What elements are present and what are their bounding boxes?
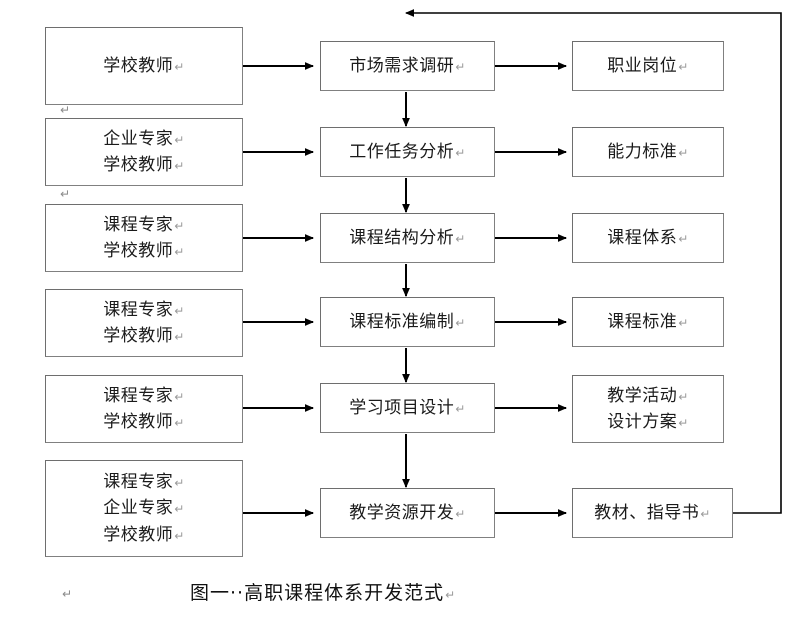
pilcrow-mark: ↵ [678, 389, 689, 404]
pilcrow-mark: ↵ [678, 145, 689, 160]
output-box-4[interactable]: 课程标准↵ [572, 297, 724, 347]
process-box-5[interactable]: 学习项目设计↵ [320, 383, 495, 433]
pilcrow-mark: ↵ [455, 231, 466, 246]
figure-caption: 图一··高职课程体系开发范式↵ [190, 578, 456, 605]
participant-6-line-2: 企业专家↵ [103, 498, 185, 519]
process-box-4[interactable]: 课程标准编制↵ [320, 297, 495, 347]
pilcrow-mark: ↵ [174, 59, 185, 74]
participant-3-line-2: 学校教师↵ [103, 241, 185, 261]
participant-5-line-1: 课程专家↵ [103, 385, 185, 406]
participant-2-line-2: 学校教师↵ [103, 155, 185, 175]
participant-6-line-1: 课程专家↵ [103, 471, 185, 492]
output-6-label: 教材、指导书↵ [594, 502, 711, 523]
stray-pilcrow-1: ↵ [60, 103, 71, 117]
pilcrow-mark: ↵ [678, 231, 689, 246]
process-to-output-arrows [494, 62, 567, 517]
pilcrow-mark: ↵ [678, 59, 689, 74]
pilcrow-mark: ↵ [174, 132, 185, 147]
participant-box-2[interactable]: 企业专家↵ 学校教师↵ [45, 118, 243, 186]
pilcrow-mark: ↵ [455, 59, 466, 74]
participant-3-line-1: 课程专家↵ [103, 214, 185, 235]
process-1-label: 市场需求调研↵ [349, 55, 466, 76]
process-box-1[interactable]: 市场需求调研↵ [320, 41, 495, 91]
pilcrow-mark: ↵ [174, 528, 185, 543]
pilcrow-mark: ↵ [174, 303, 185, 318]
pilcrow-mark: ↵ [445, 588, 457, 602]
process-3-label: 课程结构分析↵ [349, 227, 466, 248]
figure-caption-text: 图一··高职课程体系开发范式 [190, 582, 445, 604]
pilcrow-mark: ↵ [455, 315, 466, 330]
participant-1-line-1: 学校教师↵ [103, 55, 185, 76]
pilcrow-mark: ↵ [700, 506, 711, 521]
output-1-label: 职业岗位↵ [607, 55, 689, 76]
pilcrow-mark: ↵ [174, 475, 185, 490]
participant-to-process-arrows [243, 62, 314, 517]
participant-4-line-1: 课程专家↵ [103, 299, 185, 320]
participant-4-line-2: 学校教师↵ [103, 326, 185, 346]
participant-box-4[interactable]: 课程专家↵ 学校教师↵ [45, 289, 243, 357]
process-box-3[interactable]: 课程结构分析↵ [320, 213, 495, 263]
pilcrow-mark: ↵ [455, 145, 466, 160]
output-3-label: 课程体系↵ [607, 227, 689, 248]
pilcrow-mark: ↵ [678, 416, 689, 430]
process-box-2[interactable]: 工作任务分析↵ [320, 127, 495, 177]
output-2-label: 能力标准↵ [607, 141, 689, 162]
output-5-line-1: 教学活动↵ [607, 385, 689, 406]
output-box-6[interactable]: 教材、指导书↵ [572, 488, 733, 538]
participant-5-line-2: 学校教师↵ [103, 412, 185, 432]
pilcrow-mark: ↵ [678, 315, 689, 330]
participant-box-6[interactable]: 课程专家↵ 企业专家↵ 学校教师↵ [45, 460, 243, 557]
pilcrow-mark: ↵ [174, 218, 185, 233]
participant-box-3[interactable]: 课程专家↵ 学校教师↵ [45, 204, 243, 272]
participant-2-line-1: 企业专家↵ [103, 128, 185, 149]
process-5-label: 学习项目设计↵ [349, 397, 466, 418]
output-box-1[interactable]: 职业岗位↵ [572, 41, 724, 91]
pilcrow-mark: ↵ [174, 159, 185, 173]
output-4-label: 课程标准↵ [607, 311, 689, 332]
process-2-label: 工作任务分析↵ [349, 141, 466, 162]
pilcrow-mark: ↵ [174, 502, 185, 517]
pilcrow-mark: ↵ [455, 506, 466, 521]
output-5-line-2: 设计方案↵ [607, 412, 689, 432]
participant-box-5[interactable]: 课程专家↵ 学校教师↵ [45, 375, 243, 443]
process-6-label: 教学资源开发↵ [349, 502, 466, 523]
output-box-3[interactable]: 课程体系↵ [572, 213, 724, 263]
output-box-2[interactable]: 能力标准↵ [572, 127, 724, 177]
process-box-6[interactable]: 教学资源开发↵ [320, 488, 495, 538]
participant-box-1[interactable]: 学校教师↵ [45, 27, 243, 105]
pilcrow-mark: ↵ [174, 416, 185, 430]
output-box-5[interactable]: 教学活动↵ 设计方案↵ [572, 375, 724, 443]
pilcrow-mark: ↵ [174, 389, 185, 404]
pilcrow-mark: ↵ [174, 330, 185, 344]
participant-6-line-3: 学校教师↵ [103, 524, 185, 545]
caption-stray-pilcrow: ↵ [62, 587, 73, 601]
stray-pilcrow-2: ↵ [60, 187, 71, 201]
pilcrow-mark: ↵ [174, 245, 185, 259]
pilcrow-mark: ↵ [455, 401, 466, 416]
process-4-label: 课程标准编制↵ [349, 311, 466, 332]
